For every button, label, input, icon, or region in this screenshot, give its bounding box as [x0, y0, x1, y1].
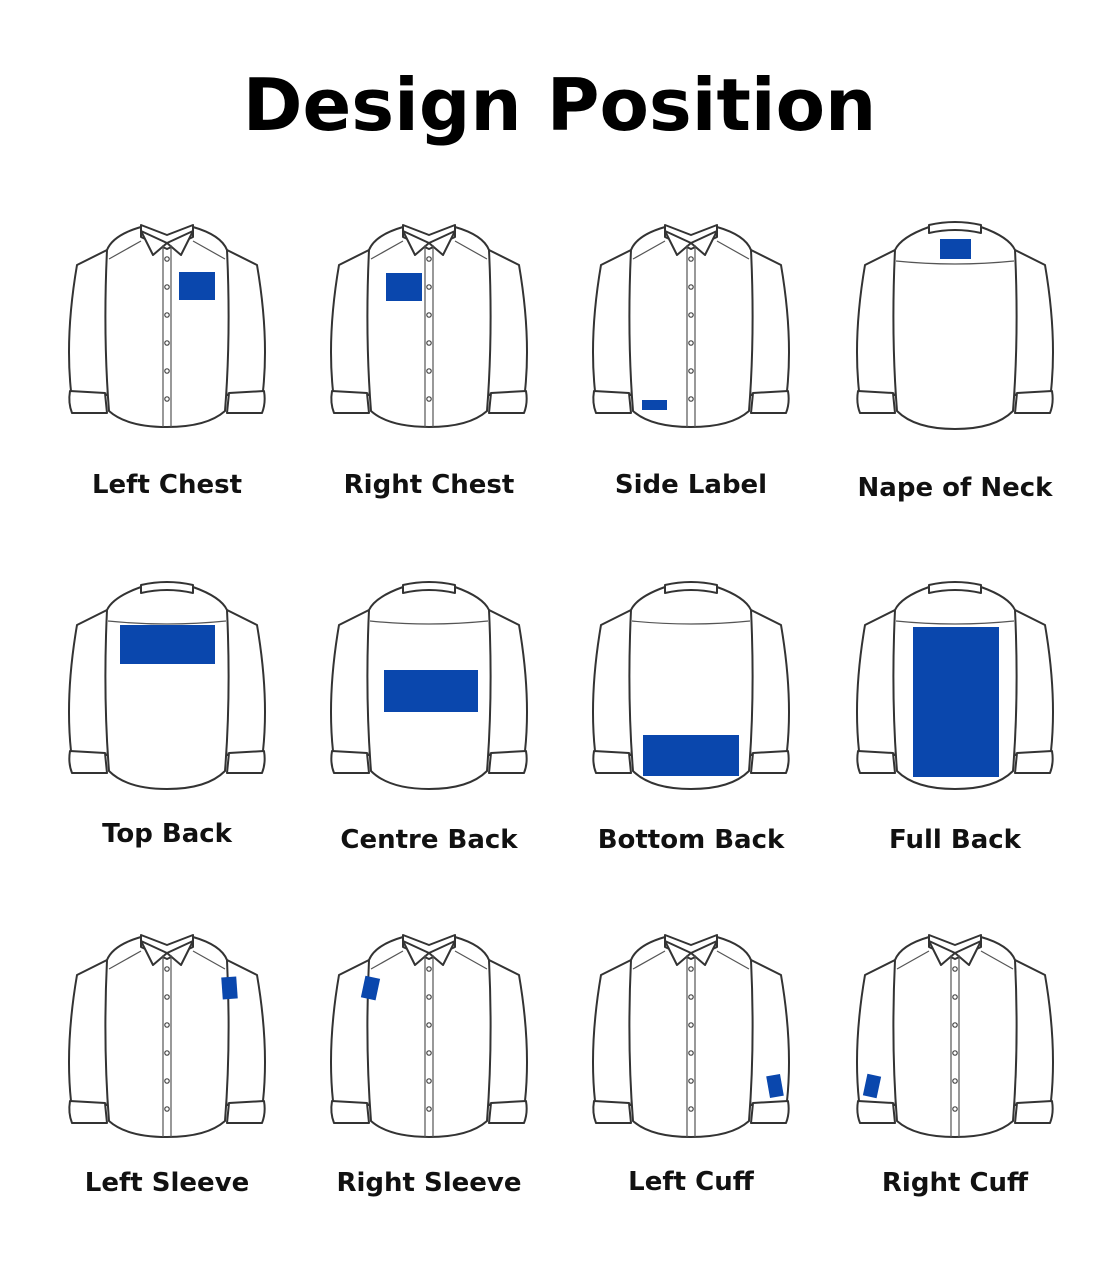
- position-label: Right Sleeve: [336, 1168, 522, 1198]
- design-area-left-cuff: [766, 1073, 784, 1099]
- shirt-front-icon: [330, 934, 528, 1138]
- position-label: Bottom Back: [597, 825, 785, 855]
- position-card-right-cuff: Right Cuff: [825, 925, 1085, 1225]
- position-label: Right Cuff: [881, 1168, 1029, 1198]
- position-label: Nape of Neck: [857, 473, 1053, 503]
- position-label: Left Cuff: [628, 1167, 754, 1197]
- position-card-full-back: Full Back: [825, 575, 1085, 875]
- position-card-left-chest: Left Chest: [37, 215, 297, 515]
- shirt-front-icon: [592, 224, 790, 428]
- shirt-back-icon: [856, 221, 1054, 430]
- position-card-side-label: Side Label: [561, 215, 821, 515]
- shirt-front-icon: [68, 934, 266, 1138]
- design-area-bottom-back: [643, 735, 739, 776]
- design-area-top-back: [120, 625, 215, 664]
- position-label: Right Chest: [343, 470, 515, 500]
- design-area-left-sleeve: [221, 976, 238, 1000]
- design-area-full-back: [913, 627, 999, 777]
- design-area-side-label: [642, 400, 667, 410]
- shirt-front-icon: [856, 934, 1054, 1138]
- design-area-nape-of-neck: [940, 239, 971, 259]
- shirt-front-icon: [330, 224, 528, 428]
- position-label: Left Chest: [91, 470, 243, 500]
- position-card-left-cuff: Left Cuff: [561, 925, 821, 1225]
- shirt-back-icon: [68, 581, 266, 790]
- position-label: Side Label: [614, 470, 768, 500]
- position-card-right-sleeve: Right Sleeve: [299, 925, 559, 1225]
- position-card-centre-back: Centre Back: [299, 575, 559, 875]
- shirt-back-icon: [330, 581, 528, 790]
- position-card-right-chest: Right Chest: [299, 215, 559, 515]
- design-area-centre-back: [384, 670, 478, 712]
- page-title: Design Position: [242, 63, 877, 147]
- position-card-bottom-back: Bottom Back: [561, 575, 821, 875]
- position-label: Centre Back: [340, 825, 518, 855]
- design-area-right-chest: [386, 273, 422, 301]
- position-label: Left Sleeve: [84, 1168, 250, 1198]
- position-label: Full Back: [889, 825, 1021, 855]
- shirt-back-icon: [592, 581, 790, 790]
- position-card-left-sleeve: Left Sleeve: [37, 925, 297, 1225]
- position-card-top-back: Top Back: [37, 575, 297, 875]
- shirt-front-icon: [68, 224, 266, 428]
- shirt-back-icon: [856, 581, 1054, 790]
- design-area-right-sleeve: [360, 975, 381, 1001]
- design-area-left-chest: [179, 272, 215, 300]
- position-label: Top Back: [102, 819, 232, 849]
- shirt-front-icon: [592, 934, 790, 1138]
- design-area-right-cuff: [862, 1073, 882, 1099]
- position-card-nape-of-neck: Nape of Neck: [825, 215, 1085, 515]
